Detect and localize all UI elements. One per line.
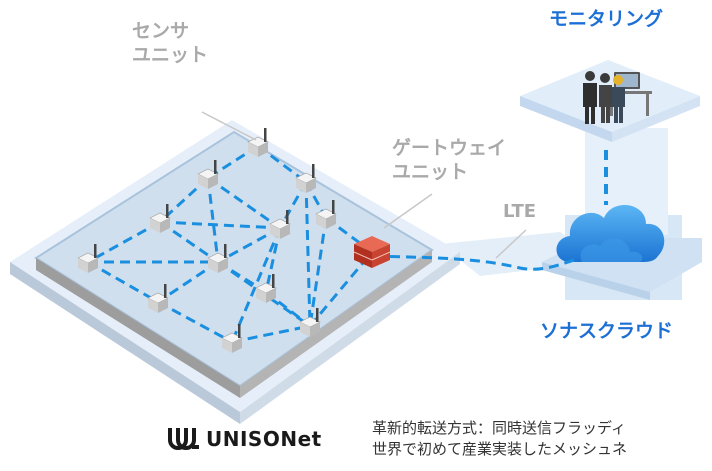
mesh-link [157,300,233,344]
mesh-link [308,251,374,327]
sensor-node [149,204,171,233]
gateway-unit [353,236,391,268]
monitoring-label: モニタリング [549,8,664,30]
gateway-unit-label: ゲートウェイ ユニット [392,137,506,185]
mesh-link [308,217,328,327]
mesh-link [207,176,281,230]
mesh-link [206,177,220,263]
mesh-link [157,260,219,304]
sensor-node [269,210,291,239]
mesh-link [159,220,281,230]
monitoring-people [583,71,652,124]
mesh-link [230,227,282,343]
sensor-unit-label-line1: センサ [132,20,190,42]
mesh-link [87,260,159,304]
sensor-node [77,244,99,273]
cloud-icon [556,205,665,262]
sensor-nodes [77,128,337,353]
sensor-node [221,324,243,353]
unisonet-logo-mark [168,428,199,450]
sensor-node [295,164,317,193]
mesh-link [159,220,219,264]
description-line2: 世界で初めて産業実装したメッシュネ [372,440,628,458]
sensor-node [255,274,277,303]
mesh-link [304,181,312,327]
sensor-node [147,284,169,313]
mesh-link [87,220,161,264]
sensor-unit-label-line2: ユニット [132,43,209,66]
gateway-unit-label-line2: ユニット [392,160,469,183]
mesh-link [231,324,311,344]
description-line1: 革新的転送方式：同時送信フラッディ [372,419,626,437]
mesh-link [217,226,281,264]
unisonet-logo: UNISONet [166,424,322,454]
lte-label: LTE [503,201,537,222]
sensor-node [247,128,269,157]
sensor-platform [10,120,460,424]
gateway-label-leader [383,193,433,229]
mesh-link [264,227,282,293]
lte-label-leader [495,229,527,259]
unisonet-logo-text: UNISONet [206,427,322,451]
sensor-node [207,244,229,273]
cloud-label: ソナスクラウド [540,320,674,342]
gateway-unit-label-line1: ゲートウェイ [392,137,507,159]
sensor-node [299,308,321,337]
uplink-link [373,254,575,271]
sensor-node [197,160,219,189]
sensor-unit-label: センサ ユニット [132,20,208,68]
description: 革新的転送方式：同時送信フラッディ 世界で初めて産業実装したメッシュネ [372,418,712,460]
sensor-node [315,200,337,229]
sensor-label-leader [201,111,257,141]
